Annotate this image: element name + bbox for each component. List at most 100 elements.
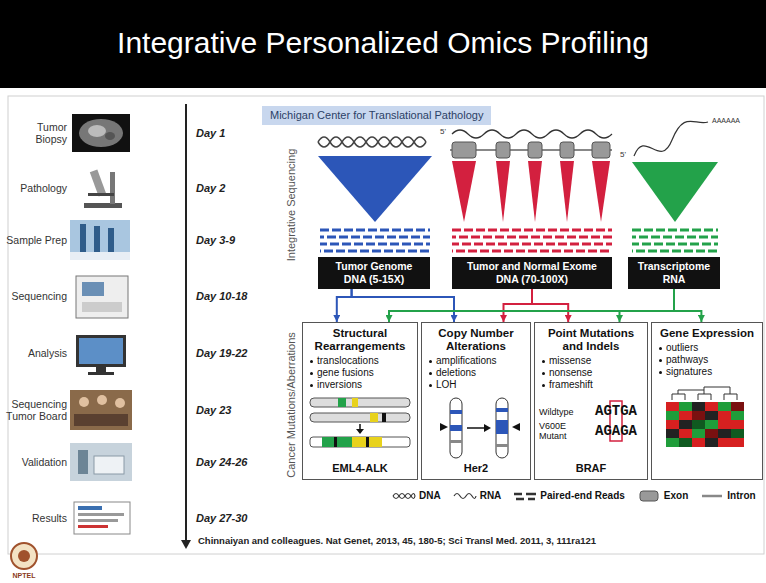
bullet-item: inversions (308, 379, 412, 391)
exome-triangles (452, 161, 610, 222)
aberration-box: Structural Rearrangementstranslocationsg… (302, 322, 418, 480)
computer-icon-part (76, 335, 126, 367)
bullet-item: frameshift (540, 379, 642, 391)
her2-amplification-figure-part (512, 423, 520, 431)
nptel-logo-part (11, 543, 37, 569)
legend-sample-part (702, 495, 722, 498)
sample-prep-icon-part (70, 252, 130, 260)
exome-reads-part (452, 250, 612, 253)
gene-label: EML4-ALK (308, 462, 412, 475)
tumor-board-photo (70, 390, 132, 430)
connector (532, 289, 568, 322)
box-text: Tumor and Normal Exome DNA (70-100X) (460, 260, 604, 286)
bullet-text: missense (549, 355, 591, 366)
day-range: Day 23 (196, 404, 231, 417)
strand-label: 5' (620, 150, 626, 160)
slide-title: Integrative Personalized Omics Profiling (0, 25, 766, 61)
heatmap-part (705, 402, 718, 411)
sequence-label: Wildtype (539, 407, 591, 417)
exons-part (452, 142, 476, 158)
microscope-icon-part (84, 203, 122, 208)
bullet-item: outliers (657, 342, 757, 354)
exons-part (496, 142, 510, 158)
exome-triangles-part (452, 161, 476, 222)
aberration-box: Copy Number Alterationsamplificationsdel… (421, 322, 531, 480)
bullet-dot (310, 360, 313, 363)
sequencer-icon (76, 276, 128, 318)
step-name: Analysis (3, 347, 67, 359)
bullet-dot (659, 371, 662, 374)
day-range: Day 24-26 (196, 456, 247, 469)
strand-label: AAAAAA (712, 116, 740, 125)
dna-helix-part (318, 137, 426, 147)
genome-reads-part (320, 236, 430, 239)
heatmap (666, 387, 744, 447)
heatmap-part (731, 438, 744, 447)
rna-reads-part (632, 229, 718, 232)
bullet-text: gene fusions (317, 367, 374, 378)
gene-label: BRAF (540, 462, 642, 475)
rna-reads-part (632, 250, 718, 253)
bullet-text: translocations (317, 355, 379, 366)
legend-sample (392, 490, 416, 502)
sample-prep-icon-part (94, 226, 100, 256)
legend-sample-part (393, 494, 415, 499)
heatmap-part (679, 402, 692, 411)
bullet-item: translocations (308, 355, 412, 367)
heatmap-part (705, 429, 718, 438)
bullet-dot (310, 384, 313, 387)
sample-prep-icon-part (108, 228, 114, 256)
heatmap-part (692, 438, 705, 447)
bullet-dot (429, 372, 432, 375)
exome-triangles-part (560, 161, 574, 222)
ct-scan-icon-part (105, 132, 115, 140)
heatmap-part (692, 420, 705, 429)
heatmap-part (705, 438, 718, 447)
bullet-item: gene fusions (308, 367, 412, 379)
translocation-figure-part (352, 437, 382, 447)
sequencer-icon-part (82, 302, 122, 312)
heatmap-part (666, 429, 679, 438)
computer-icon (76, 335, 126, 375)
heatmap-part (679, 411, 692, 420)
exons-part (560, 142, 574, 158)
strand-label: 5' (440, 127, 446, 137)
bullet-dot (542, 360, 545, 363)
aberration-box: Point Mutations and Indelsmissensenonsen… (534, 322, 648, 480)
genome-reads (320, 230, 430, 251)
translocation-figure-part (334, 437, 337, 447)
her2-amplification-figure-part (496, 398, 508, 458)
genome-reads-part (320, 229, 430, 232)
genome-reads-part (320, 250, 430, 253)
bullet-text: deletions (436, 367, 476, 378)
axis-label: Integrative Sequencing (285, 149, 298, 262)
step-name: Results (3, 512, 67, 524)
legend-sample-part (640, 491, 658, 501)
heatmap-part (731, 429, 744, 438)
bullet-text: LOH (436, 379, 457, 390)
results-report-icon-part (78, 513, 124, 516)
rna-reads (632, 230, 718, 251)
mrna-strand (634, 121, 708, 156)
legend-sample-part (454, 494, 476, 499)
connector (389, 289, 674, 322)
bullet-item: pathways (657, 354, 757, 366)
connector (620, 289, 675, 322)
heatmap-part (666, 402, 679, 411)
sample-prep-icon (70, 220, 130, 260)
bullet-item: signatures (657, 366, 757, 378)
step-name: Pathology (3, 182, 67, 194)
rna-reads-part (632, 243, 718, 246)
dna-helix (318, 137, 426, 147)
axis-label: Cancer Mutations/Aberrations (285, 332, 298, 478)
bullet-dot (542, 372, 545, 375)
legend: DNARNAPaired-end ReadsExonIntron (392, 490, 766, 502)
legend-sample (637, 490, 661, 502)
box-text: Tumor Genome DNA (5-15X) (328, 260, 420, 286)
translocation-figure-part (310, 437, 410, 447)
transcriptome-triangle (632, 162, 718, 222)
translocation-figure-part (352, 398, 358, 407)
heatmap-part (692, 411, 705, 420)
translocation-figure-part (366, 437, 369, 447)
results-report-icon-part (78, 506, 102, 510)
